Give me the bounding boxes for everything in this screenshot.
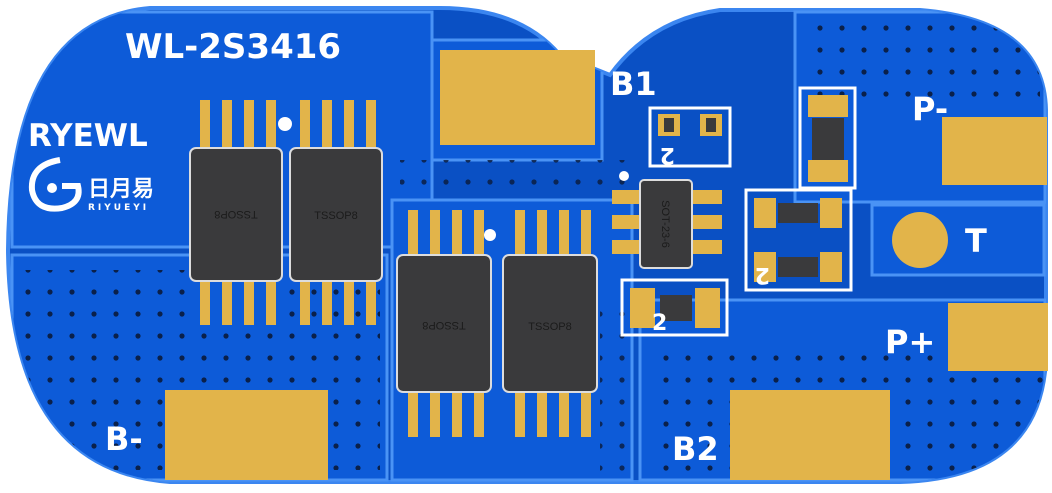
- pad-t: [892, 212, 948, 268]
- capacitor-c2: [744, 188, 853, 292]
- protection-ic-label: SOT-23-6: [659, 200, 671, 248]
- brand-logo: 日月易 RIYUEYI: [28, 157, 154, 213]
- mosfet-u1-label: TSSOP8: [214, 208, 257, 220]
- pad-b-minus: [165, 390, 328, 480]
- pad-b2: [730, 390, 890, 480]
- protection-ic: SOT-23-6: [612, 171, 722, 269]
- marking-c1: 2: [660, 142, 675, 167]
- brand-logo-cn: 日月易: [88, 177, 154, 202]
- capacitor-c1: [648, 106, 732, 168]
- board-model-text: WL-2S3416: [125, 27, 341, 67]
- capacitor-c3: [620, 278, 729, 337]
- label-p-minus: P-: [912, 90, 948, 128]
- via-field-top-right: [810, 18, 1040, 98]
- brand-text: RYEWL: [28, 118, 148, 154]
- label-t: T: [965, 222, 987, 260]
- label-p-plus: P+: [885, 323, 935, 361]
- via-field-lower-mid: [600, 300, 640, 480]
- brand-logo-en: RIYUEYI: [88, 203, 149, 213]
- pad-p-plus: [948, 303, 1048, 371]
- mosfet-u4-label: TSSOP8: [528, 321, 571, 333]
- mosfet-u3: TSSOP8: [396, 210, 492, 437]
- fiducial-1: [278, 117, 292, 131]
- label-b2: B2: [672, 430, 719, 468]
- mosfet-u2: TSSOP8: [289, 100, 383, 325]
- label-b1: B1: [610, 65, 657, 103]
- mosfet-u2-label: TSSOP8: [314, 210, 357, 222]
- mosfet-u4: TSSOP8: [502, 210, 598, 437]
- mosfet-u3-label: TSSOP8: [422, 319, 465, 331]
- via-field-mid: [400, 160, 630, 200]
- resistor-r1: [798, 86, 857, 190]
- fiducial-2: [484, 229, 496, 241]
- mosfet-u1: TSSOP8: [189, 100, 283, 325]
- label-b-minus: B-: [105, 420, 143, 458]
- marking-c3: 2: [652, 311, 667, 336]
- marking-c2: 2: [755, 262, 770, 287]
- pad-b1: [440, 50, 595, 145]
- pad-p-minus: [942, 117, 1047, 185]
